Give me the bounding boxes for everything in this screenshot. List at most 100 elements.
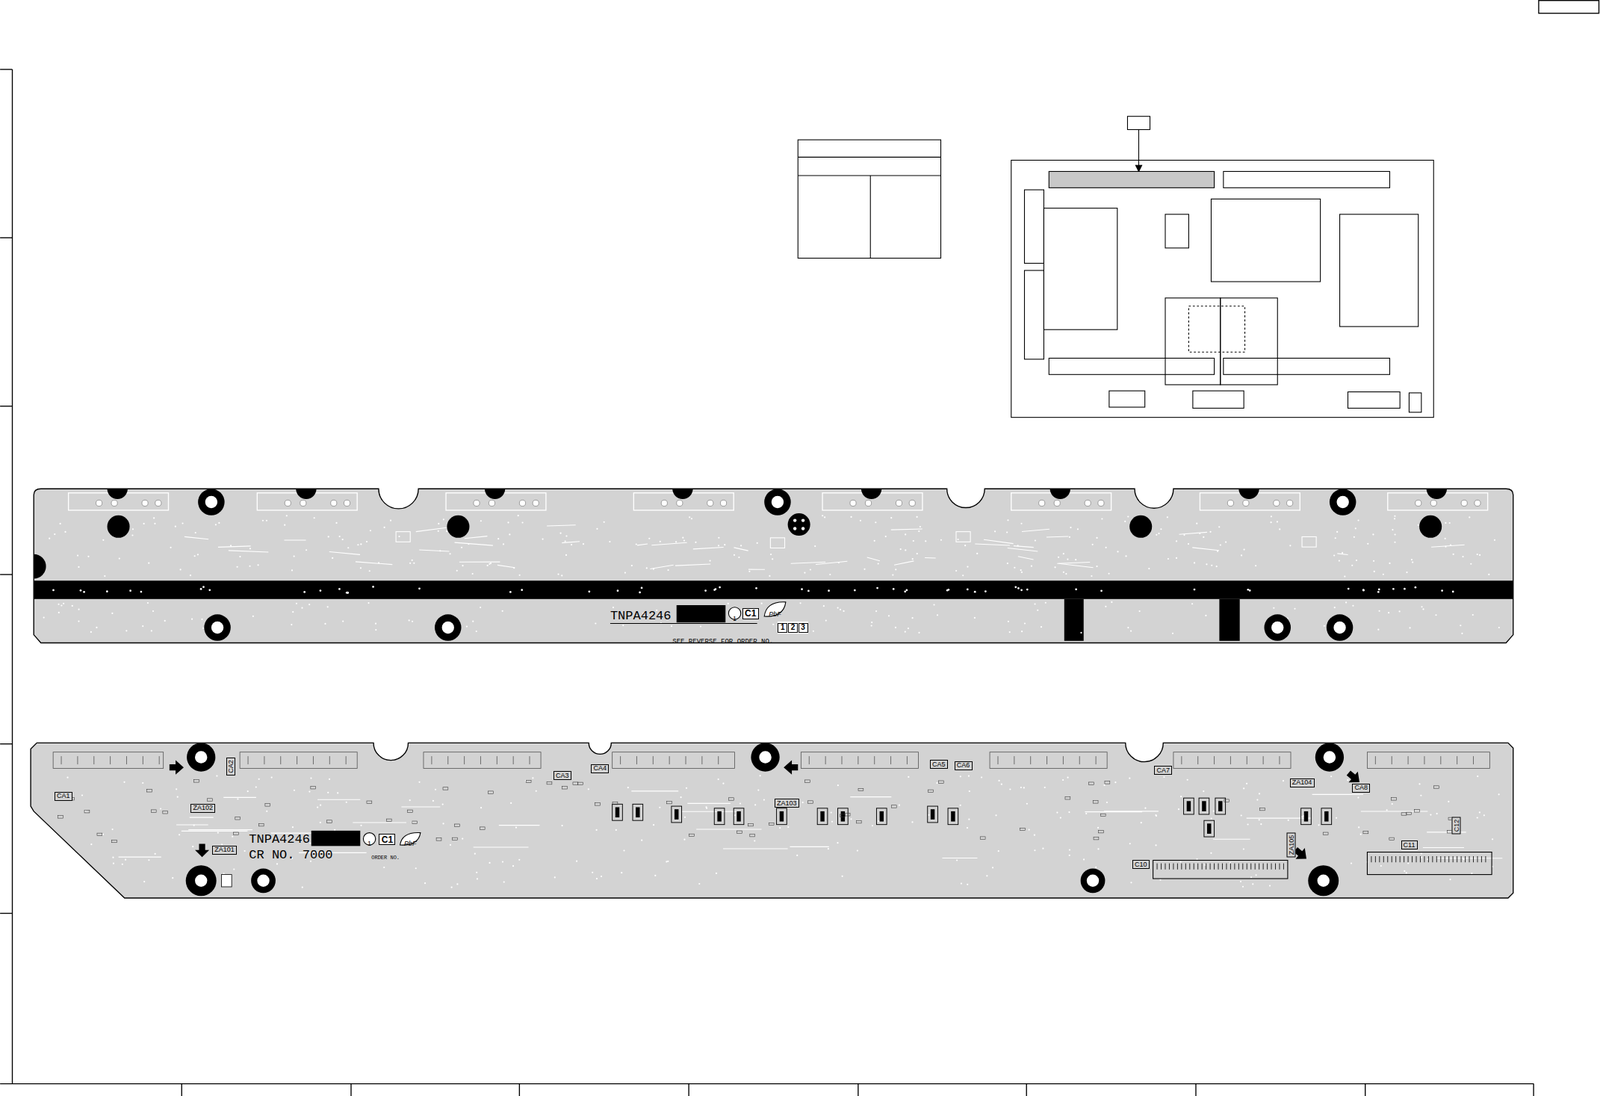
pcb-shape — [932, 603, 935, 606]
pcb-shape — [228, 550, 269, 553]
pcb-shape — [1239, 880, 1242, 883]
pcb-shape — [770, 537, 785, 549]
pcb-shape — [827, 847, 830, 850]
pcb-shape — [1452, 553, 1455, 555]
pcb-shape — [557, 572, 559, 575]
pcb-shape — [1135, 165, 1142, 172]
pcb-shape — [991, 866, 994, 868]
pcb-shape — [472, 620, 474, 623]
pcb-shape — [793, 526, 797, 530]
pcb-shape — [672, 488, 693, 499]
pcb-shape — [575, 860, 578, 862]
pcb-shape — [1329, 488, 1357, 516]
pcb-shape — [339, 535, 341, 538]
pcb-shape — [1408, 856, 1409, 862]
pcb-shape — [436, 838, 442, 841]
pcb-shape — [894, 560, 914, 565]
marking-text: PbF — [404, 840, 417, 848]
pcb-shape — [755, 587, 758, 590]
pcb-shape — [1089, 782, 1095, 785]
pcb-shape — [1426, 488, 1447, 499]
pcb-shape — [802, 801, 804, 803]
pcb-shape — [676, 499, 683, 506]
pcb-shape — [1130, 881, 1132, 883]
reference-box: 1 — [777, 622, 788, 633]
pcb-shape — [1159, 878, 1161, 880]
pcb-shape — [758, 750, 771, 763]
pcb-shape — [239, 555, 241, 558]
pcb-shape — [283, 539, 306, 541]
pcb-shape — [1044, 786, 1046, 789]
pcb-shape — [588, 590, 591, 593]
pcb-shape — [1276, 520, 1279, 523]
board-marking: CR NO. 7000 — [248, 847, 333, 862]
pcb-shape — [1107, 572, 1110, 575]
pcb-shape — [1387, 611, 1390, 614]
pcb-shape — [1017, 544, 1019, 547]
pcb-shape — [909, 499, 916, 506]
pcb-shape — [211, 621, 224, 634]
pcb-shape — [640, 839, 643, 842]
pcb-shape — [838, 561, 840, 564]
pcb-shape — [622, 849, 625, 851]
pcb-shape — [111, 612, 113, 615]
pcb-shape — [236, 797, 239, 800]
pcb-shape — [1271, 863, 1273, 870]
pcb-shape — [231, 835, 234, 838]
pcb-shape — [366, 540, 368, 543]
pcb-shape — [488, 861, 491, 864]
pcb-shape — [837, 606, 839, 609]
pcb-shape — [1192, 390, 1244, 408]
pcb-shape — [841, 875, 844, 877]
pcb-shape — [454, 542, 493, 546]
pcb-shape — [513, 755, 514, 765]
reference-box: C1 — [378, 833, 396, 845]
pcb-shape — [1242, 847, 1245, 850]
pcb-shape — [1287, 819, 1290, 821]
pcb-shape — [256, 874, 269, 887]
pcb-shape — [1155, 814, 1158, 817]
reference-text: C10 — [1134, 861, 1148, 868]
pcb-shape — [1046, 536, 1069, 538]
pcb-shape — [1057, 556, 1060, 558]
pcb-shape — [442, 822, 444, 824]
board-marking: 1 — [367, 835, 372, 849]
pcb-shape — [236, 566, 239, 568]
pcb-shape — [1357, 826, 1360, 828]
pcb-shape — [1024, 270, 1045, 360]
pcb-shape — [141, 782, 144, 784]
pcb-shape — [1238, 863, 1240, 870]
pcb-shape — [1090, 575, 1093, 577]
marking-text: PbF — [768, 611, 782, 618]
pcb-shape — [727, 602, 730, 605]
pcb-shape — [1104, 781, 1110, 784]
pcb-shape — [1357, 796, 1359, 798]
pcb-shape — [1362, 588, 1365, 591]
pcb-shape — [305, 549, 308, 551]
pcb-shape — [912, 616, 914, 619]
pcb-shape — [1129, 842, 1131, 845]
pcb-shape — [1251, 882, 1254, 885]
pcb-shape — [1373, 570, 1376, 573]
pcb-shape — [439, 549, 441, 552]
pcb-shape — [202, 585, 205, 588]
pcb-shape — [1275, 863, 1276, 870]
pcb-shape — [1270, 515, 1273, 517]
marking-text: 1 — [732, 615, 737, 623]
pcb-shape — [456, 569, 458, 572]
pcb-shape — [143, 880, 145, 883]
pcb-shape — [395, 531, 411, 543]
pcb-shape — [1165, 863, 1167, 870]
pcb-shape — [140, 590, 143, 594]
pcb-shape — [763, 798, 765, 800]
pcb-shape — [129, 589, 132, 592]
pcb-shape — [1160, 528, 1162, 530]
pcb-shape — [159, 807, 162, 809]
pcb-shape — [1419, 794, 1422, 797]
pcb-shape — [1452, 590, 1455, 594]
pcb-shape — [327, 820, 333, 823]
pcb-shape — [345, 755, 347, 765]
pcb-shape — [1399, 856, 1401, 862]
pcb-shape — [1317, 874, 1330, 887]
pcb-shape — [0, 912, 12, 914]
